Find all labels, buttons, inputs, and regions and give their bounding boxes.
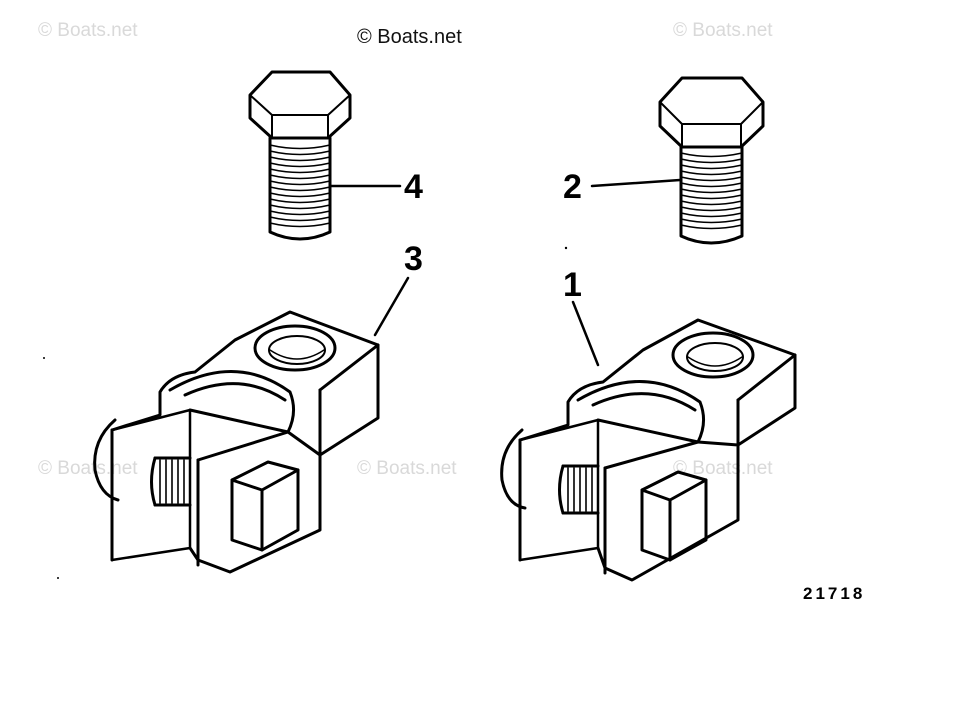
terminal-clamp-part-1 [500, 318, 797, 582]
watermark-mid-right: © Boats.net [673, 458, 773, 479]
diagram-reference-number: 21718 [803, 584, 866, 603]
bolt-part-2 [658, 76, 765, 245]
leader-line-3 [373, 276, 410, 337]
watermark-top-left: © Boats.net [38, 20, 138, 41]
bolt-part-4 [248, 70, 352, 241]
watermark-mid-center: © Boats.net [357, 458, 457, 479]
callout-4: 4 [404, 168, 423, 206]
watermark-top-center: © Boats.net [357, 26, 462, 48]
leader-line-2 [590, 178, 682, 188]
terminal-clamp-part-3 [93, 310, 380, 574]
leader-line-1 [571, 300, 600, 367]
watermark-top-right: © Boats.net [673, 20, 773, 41]
callout-3: 3 [404, 240, 423, 278]
callout-1: 1 [563, 266, 582, 304]
callout-2: 2 [563, 168, 582, 206]
